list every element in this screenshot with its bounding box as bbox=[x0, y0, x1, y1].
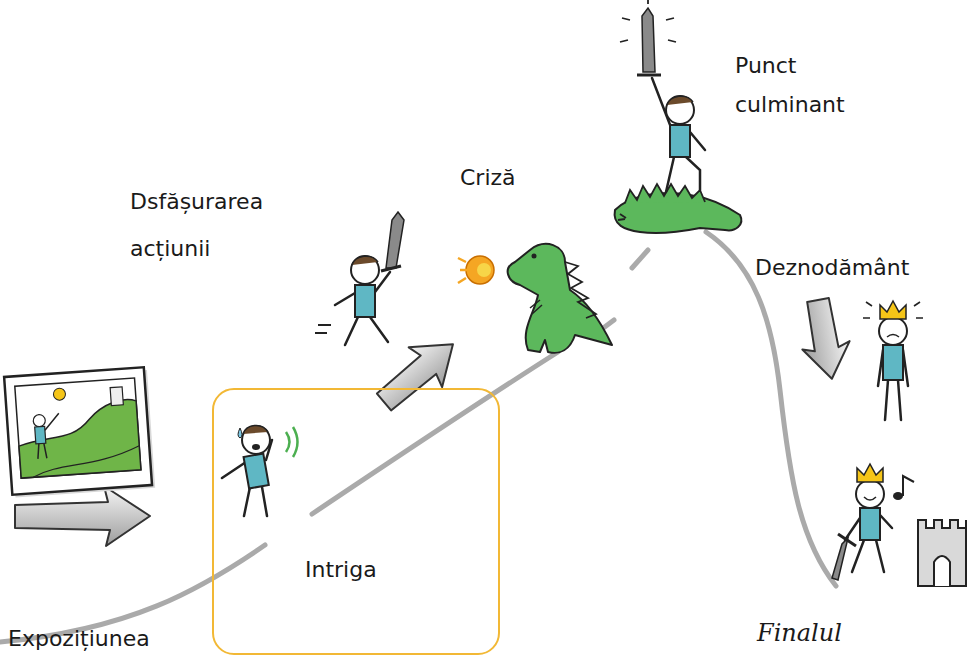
curve-segment bbox=[706, 232, 836, 586]
figure-mouth bbox=[887, 335, 899, 338]
tower bbox=[110, 387, 123, 406]
curve-segment bbox=[312, 352, 558, 514]
hero-on-dragon bbox=[615, 0, 742, 233]
dragon-arm bbox=[530, 300, 542, 314]
sword bbox=[642, 8, 655, 72]
fire-core bbox=[477, 263, 491, 277]
figure-body bbox=[35, 426, 46, 444]
sword-guard bbox=[838, 534, 856, 546]
castle-door bbox=[934, 556, 950, 586]
figure-body bbox=[244, 453, 269, 488]
stage-label: Dsfășurarea acțiunii bbox=[130, 178, 300, 272]
progress-arrow bbox=[794, 296, 855, 383]
dragon-spikes bbox=[625, 184, 705, 203]
dragon bbox=[458, 244, 612, 353]
figure-head bbox=[242, 426, 270, 454]
figure-hair bbox=[243, 425, 268, 434]
stage-label: Deznodământ bbox=[755, 253, 909, 283]
sweat-drop bbox=[238, 428, 242, 438]
intriga-box: Intriga bbox=[212, 388, 500, 655]
figure-body bbox=[883, 345, 903, 380]
figure-head bbox=[351, 256, 379, 284]
sword-guard bbox=[381, 266, 401, 271]
dragon-body bbox=[508, 244, 612, 353]
curve-dash bbox=[632, 250, 648, 268]
node-text: Intriga bbox=[305, 556, 377, 584]
figure-head bbox=[33, 414, 46, 427]
dragon-spikes bbox=[565, 262, 596, 318]
sword bbox=[832, 538, 848, 580]
photo-frame bbox=[4, 367, 152, 494]
progress-arrow bbox=[367, 324, 469, 422]
music-note bbox=[893, 492, 903, 500]
figure-limbs bbox=[652, 78, 705, 192]
fire-tongues bbox=[458, 258, 470, 283]
figure-hair bbox=[667, 96, 693, 105]
worried-figure bbox=[222, 425, 298, 516]
figure-head bbox=[666, 96, 694, 124]
glow-lines bbox=[620, 0, 676, 42]
setting-photo bbox=[4, 367, 155, 498]
music-note-stem bbox=[903, 476, 914, 496]
sad-king bbox=[863, 301, 923, 420]
sword bbox=[386, 212, 404, 268]
figure-hair bbox=[352, 256, 378, 265]
crown bbox=[880, 301, 906, 319]
castle bbox=[918, 520, 966, 586]
sound-waves bbox=[286, 427, 298, 457]
dragon-eye bbox=[618, 214, 626, 220]
figure-head bbox=[879, 317, 907, 345]
arrow-shape bbox=[367, 324, 469, 422]
arrow-shape bbox=[794, 296, 855, 383]
photo-inner bbox=[15, 378, 141, 478]
stage-label: Criză bbox=[460, 163, 516, 193]
figure-mouth bbox=[252, 444, 260, 450]
stage-label: Expozițiunea bbox=[8, 624, 150, 654]
crown bbox=[857, 464, 883, 482]
sun bbox=[53, 388, 66, 401]
hill bbox=[16, 399, 141, 478]
dragon-eye bbox=[532, 254, 537, 259]
plot-curve bbox=[0, 232, 836, 642]
glow-lines bbox=[863, 302, 923, 318]
fire bbox=[466, 256, 494, 284]
running-figure bbox=[315, 212, 404, 345]
happy-king bbox=[832, 464, 966, 586]
figure-body bbox=[355, 285, 375, 317]
sword-guard bbox=[637, 74, 661, 77]
hill-line bbox=[32, 446, 141, 477]
figure-head bbox=[856, 480, 884, 508]
figure-limbs bbox=[35, 413, 62, 459]
final-label: Finalul bbox=[757, 617, 842, 649]
speed-lines bbox=[315, 325, 331, 333]
figure-body bbox=[860, 508, 880, 540]
stage-label: Punct culminant bbox=[735, 46, 875, 124]
figure-mouth bbox=[864, 497, 876, 500]
figure-body bbox=[670, 125, 690, 157]
